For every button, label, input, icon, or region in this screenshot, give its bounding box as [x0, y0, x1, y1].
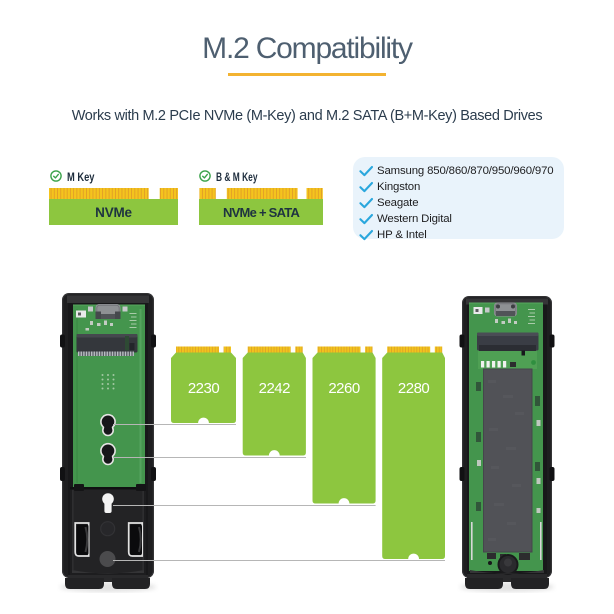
svg-text:B & M Key: B & M Key — [216, 172, 258, 184]
svg-text:M Key: M Key — [67, 172, 95, 184]
svg-text:2260: 2260 — [328, 380, 360, 397]
svg-text:2280: 2280 — [398, 380, 430, 397]
svg-text:2242: 2242 — [259, 380, 291, 397]
svg-text:2230: 2230 — [188, 380, 220, 397]
